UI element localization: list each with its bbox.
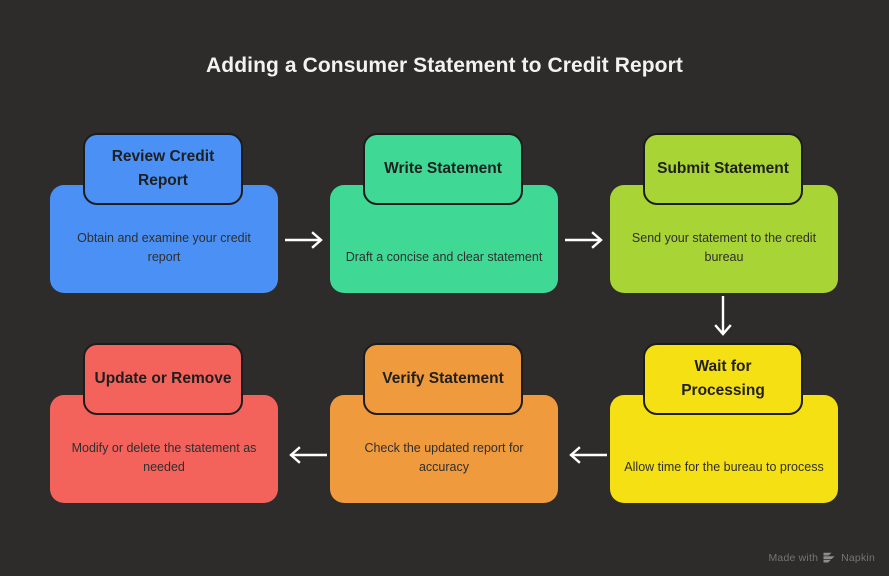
arrow-left-icon-wait-to-verify — [569, 446, 607, 464]
node-body-text: Check the updated report for accuracy — [364, 441, 524, 474]
napkin-chevron-logo-icon — [823, 552, 836, 564]
node-body-text: Obtain and examine your credit report — [77, 231, 251, 264]
node-header-wait-for-processing[interactable]: Wait for Processing — [643, 343, 803, 415]
watermark-brand: Napkin — [841, 552, 875, 564]
node-header-review-credit-report[interactable]: Review Credit Report — [83, 133, 243, 205]
node-header-text: Wait for Processing — [681, 358, 765, 399]
arrow-left-icon-verify-to-update — [289, 446, 327, 464]
node-body-text: Send your statement to the credit bureau — [631, 231, 817, 264]
page-title: Adding a Consumer Statement to Credit Re… — [206, 54, 683, 77]
node-header-update-or-remove[interactable]: Update or Remove — [83, 343, 243, 415]
node-body-write-statement: Draft a concise and clear statement — [330, 185, 558, 293]
node-header-text: Write Statement — [384, 160, 502, 177]
node-body-submit-statement: Send your statement to the credit bureau — [610, 185, 838, 293]
node-body-text: Modify or delete the statement as needed — [71, 441, 257, 474]
arrow-right-icon-review-to-write — [285, 231, 323, 249]
node-header-write-statement[interactable]: Write Statement — [363, 133, 523, 205]
node-body-text: Draft a concise and clear statement — [345, 250, 543, 264]
watermark-prefix: Made with — [768, 552, 819, 564]
node-header-text: Submit Statement — [657, 160, 789, 177]
arrow-down-icon-submit-to-wait — [714, 296, 732, 336]
node-header-verify-statement[interactable]: Verify Statement — [363, 343, 523, 415]
node-header-text: Verify Statement — [382, 370, 504, 387]
node-header-text: Update or Remove — [94, 370, 232, 387]
arrow-right-icon-write-to-submit — [565, 231, 603, 249]
node-body-text: Allow time for the bureau to process — [624, 460, 824, 474]
node-header-submit-statement[interactable]: Submit Statement — [643, 133, 803, 205]
watermark: Made with Napkin — [768, 552, 875, 564]
node-header-text: Review Credit Report — [111, 148, 215, 189]
